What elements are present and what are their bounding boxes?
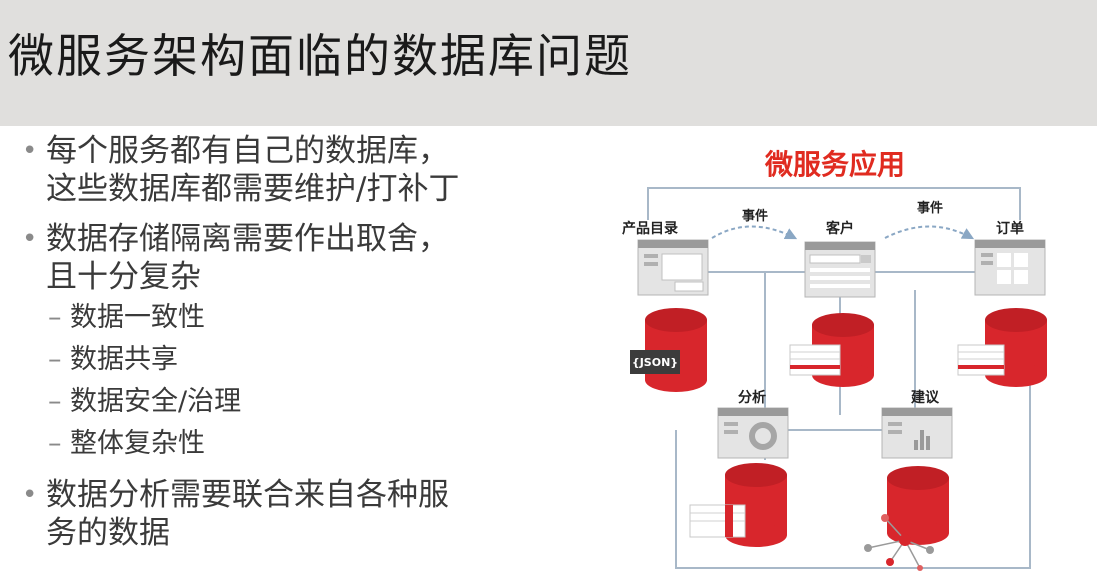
data-table-icon	[789, 344, 841, 376]
service-label-recommend: 建议	[911, 389, 940, 406]
sub-bullet-item: 数据共享	[22, 340, 582, 380]
sub-bullet-item: 整体复杂性	[22, 424, 582, 464]
bullet-list: 每个服务都有自己的数据库， 这些数据库都需要维护/打补丁 数据存储隔离需要作出取…	[22, 132, 582, 552]
bullet-item: 数据分析需要联合来自各种服 务的数据	[22, 476, 582, 552]
service-label-catalog: 产品目录	[622, 220, 678, 237]
graph-network-icon	[864, 514, 934, 571]
data-table-icon	[957, 344, 1005, 376]
database-recommend	[887, 466, 949, 545]
service-window-analytics	[717, 407, 789, 459]
title-bar: 微服务架构面临的数据库问题	[0, 0, 1097, 126]
event-label: 事件	[742, 208, 768, 224]
bullet-line: 这些数据库都需要维护/打补丁	[46, 171, 460, 207]
event-label: 事件	[917, 200, 943, 216]
data-table-icon	[689, 504, 746, 538]
service-label-customer: 客户	[825, 220, 854, 237]
bullet-line: 务的数据	[46, 515, 170, 551]
bullet-item: 数据存储隔离需要作出取舍， 且十分复杂	[22, 220, 582, 296]
service-window-customer	[804, 241, 876, 298]
bullet-item: 每个服务都有自己的数据库， 这些数据库都需要维护/打补丁	[22, 132, 582, 208]
service-label-analytics: 分析	[738, 389, 766, 406]
event-arrow	[711, 225, 798, 240]
event-arrow	[884, 225, 975, 240]
sub-bullet-item: 数据安全/治理	[22, 382, 582, 422]
bullet-line: 且十分复杂	[46, 259, 201, 295]
service-window-order	[974, 239, 1046, 296]
service-window-recommend	[881, 407, 953, 459]
service-window-catalog	[637, 239, 709, 296]
json-tag-label: {JSON}	[632, 356, 678, 369]
bullet-line: 数据存储隔离需要作出取舍，	[46, 221, 449, 257]
diagram-heading: 微服务应用	[764, 148, 905, 181]
microservices-diagram: 微服务应用 事件 事件 产品目录 客户 订单 分析 建议	[600, 130, 1097, 575]
connector-lines	[647, 187, 1031, 569]
json-tag: {JSON}	[630, 350, 680, 374]
sub-bullet-item: 数据一致性	[22, 298, 582, 338]
slide-title: 微服务架构面临的数据库问题	[8, 29, 632, 83]
bullet-line: 数据分析需要联合来自各种服	[46, 477, 449, 513]
service-label-order: 订单	[996, 220, 1024, 237]
diagram-canvas: 微服务应用 事件 事件 产品目录 客户 订单 分析 建议	[622, 148, 1047, 571]
bullet-line: 每个服务都有自己的数据库，	[46, 133, 449, 169]
